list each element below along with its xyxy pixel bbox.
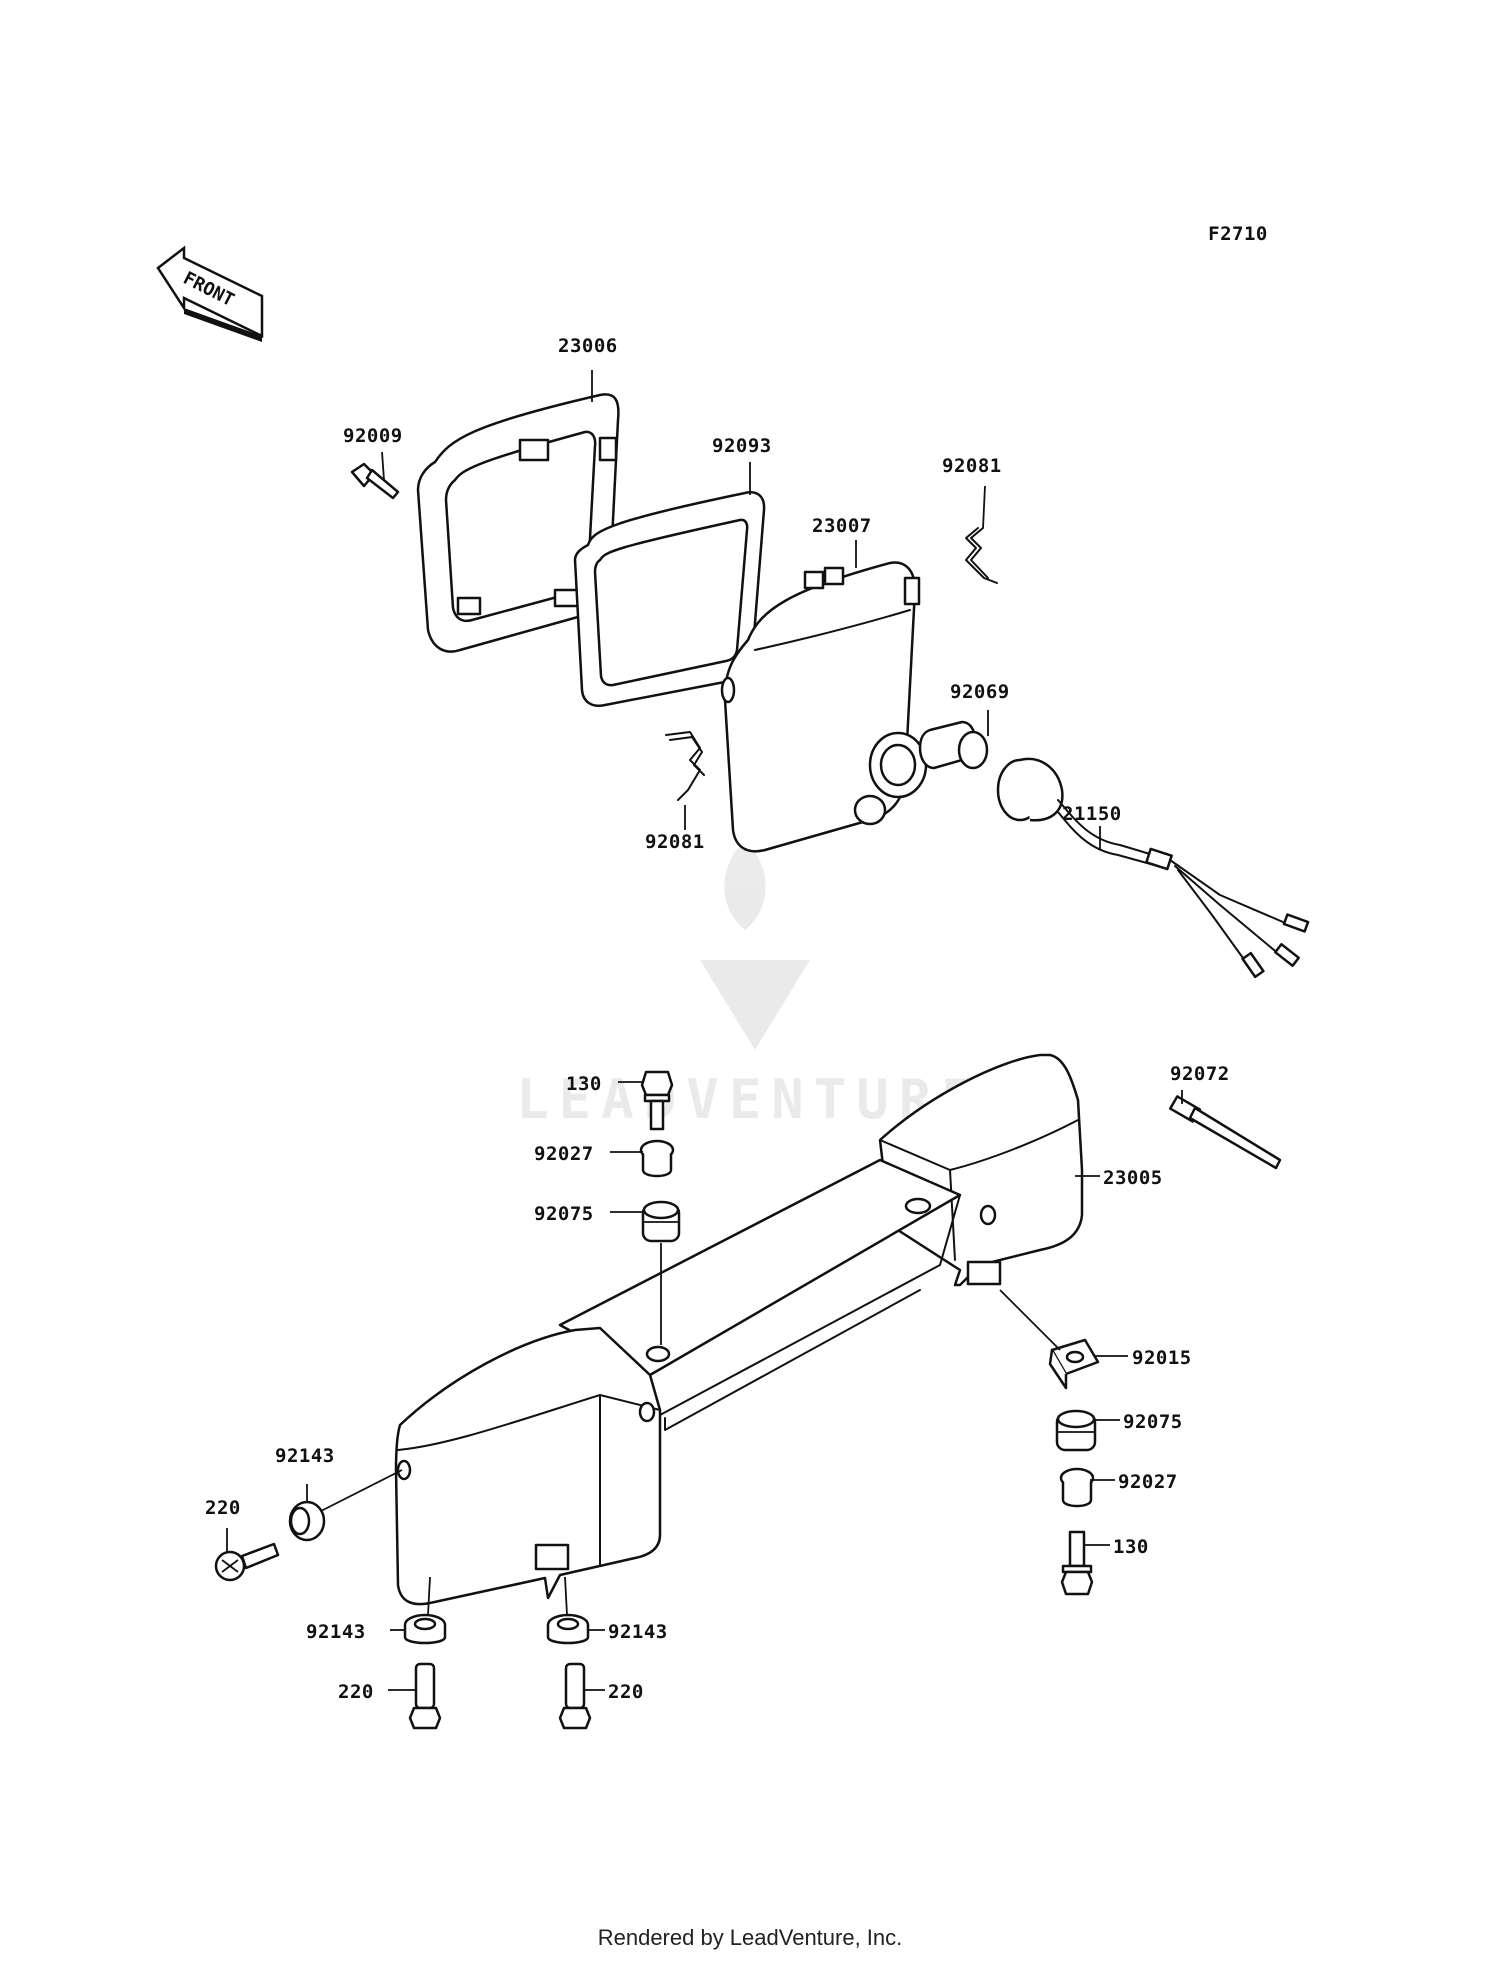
screw-220-side-part	[214, 1542, 280, 1582]
bolt-130-top-part	[640, 1070, 674, 1131]
bolt-130-right-part	[1060, 1530, 1094, 1596]
callout-92009: 92009	[343, 425, 403, 447]
grommet-92143-side-part	[288, 1500, 326, 1542]
nut-clip-part	[1048, 1338, 1100, 1390]
callout-92081-lower: 92081	[645, 831, 705, 853]
callout-130-top: 130	[566, 1073, 602, 1095]
socket-harness-part	[996, 757, 1310, 979]
leadventure-watermark: LEADVENTURE	[516, 840, 984, 1131]
callout-92072: 92072	[1170, 1063, 1230, 1085]
callout-23005: 23005	[1103, 1167, 1163, 1189]
cable-tie-part	[1168, 1095, 1282, 1170]
callout-labels: 23006 92009 92093 92081 23007 92069 9208…	[205, 335, 1230, 1703]
callout-220-left: 220	[338, 1681, 374, 1703]
gasket-part	[573, 491, 766, 707]
callout-220-side: 220	[205, 1497, 241, 1519]
callout-220-right: 220	[608, 1681, 644, 1703]
callout-92027-right: 92027	[1118, 1471, 1178, 1493]
front-arrow-icon: FRONT	[156, 245, 264, 342]
collar-92027-top-part	[639, 1139, 675, 1178]
grommet-92075-right-part	[1055, 1409, 1097, 1452]
screw-220-right-part	[558, 1662, 592, 1730]
callout-21150: 21150	[1062, 803, 1122, 825]
footer-credit: Rendered by LeadVenture, Inc.	[597, 1925, 903, 1950]
callout-92075-right: 92075	[1123, 1411, 1183, 1433]
callout-92081-upper: 92081	[942, 455, 1002, 477]
diagram-code: F2710	[1208, 223, 1268, 245]
watermark-text: LEADVENTURE	[516, 1068, 984, 1131]
headlight-bracket-part	[394, 1053, 1084, 1606]
headlight-housing-part	[720, 561, 928, 853]
callout-92027-top: 92027	[534, 1143, 594, 1165]
clip-92081-lower-part	[665, 731, 705, 801]
callout-23007: 23007	[812, 515, 872, 537]
callout-92143-side: 92143	[275, 1445, 335, 1467]
grommet-92075-top-part	[641, 1200, 681, 1243]
callout-92143-left: 92143	[306, 1621, 366, 1643]
clip-92081-upper-part	[965, 527, 998, 584]
callout-92093: 92093	[712, 435, 772, 457]
callout-130-right: 130	[1113, 1536, 1149, 1558]
screw-220-left-part	[408, 1662, 442, 1730]
bulb-part	[918, 720, 989, 770]
callout-92075-top: 92075	[534, 1203, 594, 1225]
callout-92143-right: 92143	[608, 1621, 668, 1643]
callout-23006: 23006	[558, 335, 618, 357]
leader-lines	[226, 370, 1183, 1691]
callout-92015: 92015	[1132, 1347, 1192, 1369]
screw-92009-part	[350, 462, 400, 500]
collar-92027-right-part	[1059, 1467, 1095, 1508]
callout-92069: 92069	[950, 681, 1010, 703]
grommet-92143-left-part	[403, 1613, 447, 1645]
grommet-92143-right-part	[546, 1613, 590, 1645]
